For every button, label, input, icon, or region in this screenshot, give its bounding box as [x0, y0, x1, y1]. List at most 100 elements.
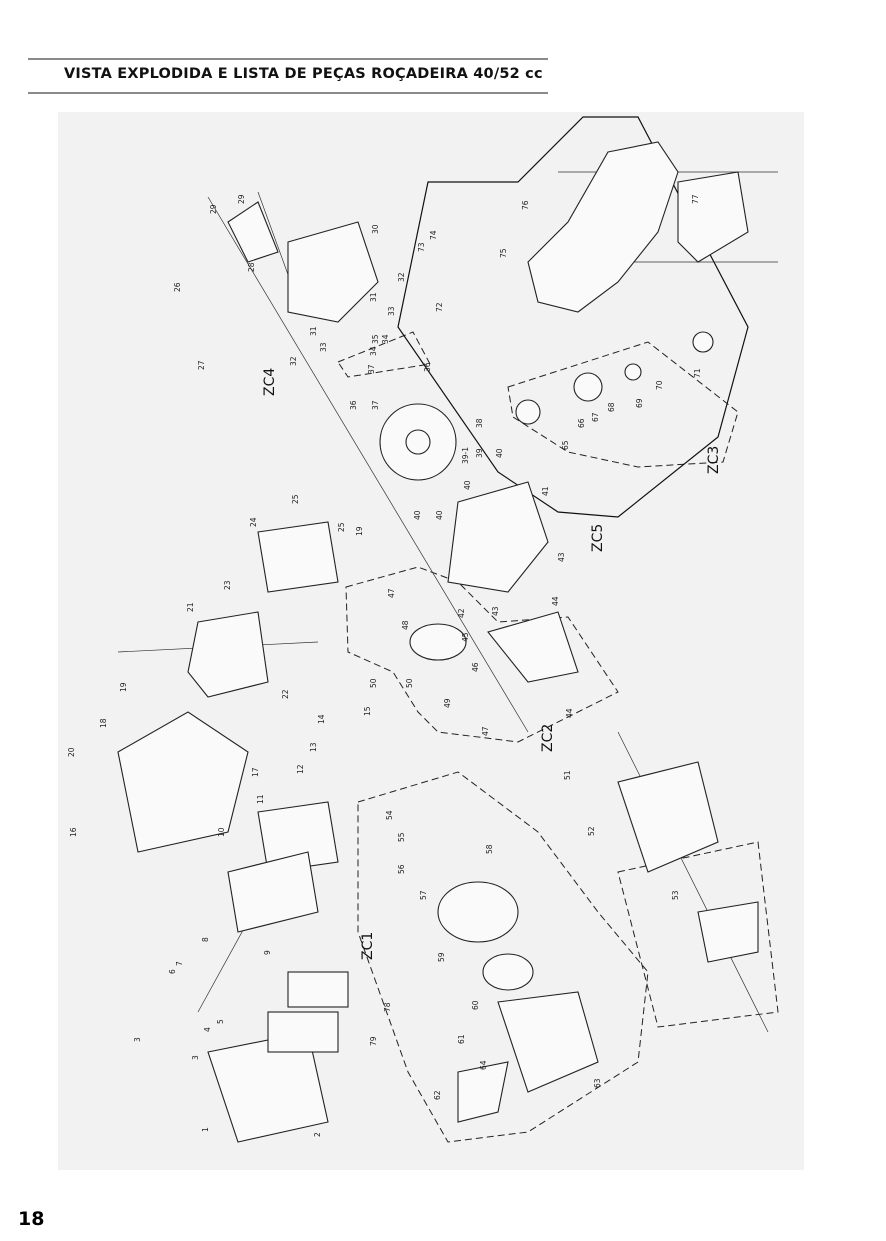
part-label: 10 [217, 827, 226, 837]
part-label: 29 [209, 204, 218, 214]
part-label: 62 [433, 1090, 442, 1100]
part-label: 42 [457, 608, 466, 618]
part-label: 14 [317, 714, 326, 724]
part-label: 29 [237, 194, 246, 204]
clutch-nut-part [515, 399, 541, 425]
header-bar: VISTA EXPLODIDA E LISTA DE PEÇAS ROÇADEI… [28, 58, 548, 94]
part-label: 31 [369, 292, 378, 302]
part-label: 60 [471, 1000, 480, 1010]
washer-part [624, 363, 642, 381]
part-label: 32 [289, 356, 298, 366]
part-label: 37 [367, 364, 376, 374]
part-label: 37 [371, 400, 380, 410]
part-label: 5 [216, 1019, 225, 1024]
part-label: 20 [67, 747, 76, 757]
part-label: 76 [521, 200, 530, 210]
clutch-disc-part [573, 372, 603, 402]
part-label: 9 [263, 950, 272, 955]
part-label: 34 [381, 334, 390, 344]
part-label: 45 [461, 632, 470, 642]
part-label: 46 [471, 662, 480, 672]
part-label: 74 [429, 230, 438, 240]
part-label: 58 [485, 844, 494, 854]
part-label: 4 [203, 1027, 212, 1032]
part-label: 30 [371, 224, 380, 234]
part-label: 25 [291, 494, 300, 504]
part-label: 8 [201, 937, 210, 942]
part-label: 40 [413, 510, 422, 520]
clutch-plate-part [697, 901, 759, 963]
part-label: 19 [355, 526, 364, 536]
part-label: 39 [475, 448, 484, 458]
part-label: 28 [247, 262, 256, 272]
part-label: 11 [256, 794, 265, 804]
recoil-spring-part [482, 953, 534, 991]
part-label: 19 [119, 682, 128, 692]
part-label: 31 [309, 326, 318, 336]
part-label: 40 [435, 510, 444, 520]
part-label: 70 [655, 380, 664, 390]
part-label: 79 [369, 1036, 378, 1046]
part-label: 51 [563, 770, 572, 780]
part-label: 3 [191, 1055, 200, 1060]
group-label-zc2: ZC2 [540, 724, 556, 752]
part-label: 47 [481, 726, 490, 736]
part-label: 52 [587, 826, 596, 836]
zc1-outline [357, 771, 649, 1143]
parts [117, 141, 759, 1143]
group-label-zc3: ZC3 [706, 446, 722, 474]
part-label: 50 [369, 678, 378, 688]
part-label: 24 [249, 517, 258, 527]
part-label: 63 [593, 1078, 602, 1088]
crankcase-right-part [617, 761, 719, 873]
part-label: 33 [387, 306, 396, 316]
part-label: 15 [363, 706, 372, 716]
piston-part [409, 623, 467, 661]
part-label: 7 [175, 961, 184, 966]
part-label: 40 [463, 480, 472, 490]
part-label: 6 [168, 969, 177, 974]
part-label: 73 [417, 242, 426, 252]
part-label: 2 [313, 1132, 322, 1137]
part-label: 75 [499, 248, 508, 258]
part-label: 78 [383, 1002, 392, 1012]
part-label: 47 [387, 588, 396, 598]
part-label: 21 [186, 602, 195, 612]
fan-housing-part [287, 221, 379, 323]
filter-screen-part [287, 971, 349, 1008]
cable-end-part [692, 331, 714, 353]
part-label: 16 [69, 827, 78, 837]
part-label: 55 [397, 832, 406, 842]
part-label: 56 [397, 864, 406, 874]
part-label: 32 [397, 272, 406, 282]
part-label: 59 [437, 952, 446, 962]
part-label: 36 [423, 362, 432, 372]
part-label: 57 [419, 890, 428, 900]
part-label: 48 [401, 620, 410, 630]
part-label: 61 [457, 1034, 466, 1044]
group-label-zc1: ZC1 [360, 932, 376, 960]
part-label: 34 [369, 346, 378, 356]
part-label: 67 [591, 412, 600, 422]
part-label: 49 [443, 698, 452, 708]
fuel-tank-part [527, 141, 679, 313]
part-label: 72 [435, 302, 444, 312]
part-label: 50 [405, 678, 414, 688]
part-label: 71 [693, 368, 702, 378]
bracket-part [677, 171, 749, 263]
part-label: 40 [495, 448, 504, 458]
crankshaft-part [487, 611, 579, 683]
filter-element-part [267, 1011, 339, 1053]
part-label: 43 [491, 606, 500, 616]
part-label: 1 [201, 1127, 210, 1132]
starter-pulley-part [437, 881, 519, 943]
part-label: 66 [577, 418, 586, 428]
part-label: 12 [296, 764, 305, 774]
part-label: 18 [99, 718, 108, 728]
part-label: 38 [475, 418, 484, 428]
part-number-labels: 1 2 3 3 4 5 6 7 8 9 10 11 12 13 14 15 16… [67, 194, 702, 1137]
starter-handle-part [457, 1061, 509, 1123]
group-labels: ZC1 ZC2 ZC3 ZC4 ZC5 [262, 368, 722, 960]
cylinder-part [187, 611, 269, 698]
part-label: 54 [385, 810, 394, 820]
